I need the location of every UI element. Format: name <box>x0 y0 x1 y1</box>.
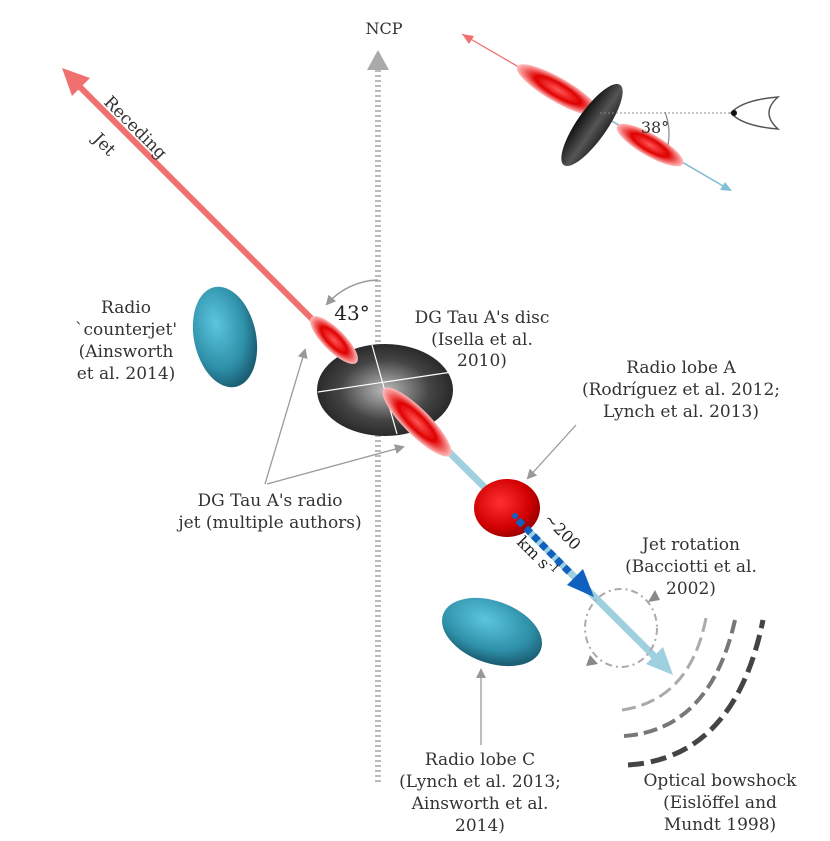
svg-text:(Rodríguez et al. 2012;: (Rodríguez et al. 2012; <box>582 380 780 400</box>
velocity-arrow <box>515 517 594 597</box>
radio-jet-label: DG Tau A's radio jet (multiple authors) <box>176 491 361 533</box>
svg-text:Jet rotation: Jet rotation <box>640 535 740 555</box>
inclination-inset <box>461 33 732 191</box>
svg-text:Ainsworth et al.: Ainsworth et al. <box>411 794 549 814</box>
svg-text:2010): 2010) <box>457 351 507 371</box>
svg-text:(Bacciotti et al.: (Bacciotti et al. <box>625 557 757 577</box>
svg-text:Radio lobe C: Radio lobe C <box>425 750 535 770</box>
svg-text:Radio lobe A: Radio lobe A <box>626 358 736 378</box>
svg-text:(Isella et al.: (Isella et al. <box>431 330 533 350</box>
bowshock-arcs <box>621 617 766 768</box>
lobe-c-label: Radio lobe C (Lynch et al. 2013; Ainswor… <box>399 750 561 836</box>
lobe-a-label: Radio lobe A (Rodríguez et al. 2012; Lyn… <box>582 358 780 422</box>
receding-jet-arrow <box>62 68 348 355</box>
svg-text:DG Tau A's radio: DG Tau A's radio <box>197 491 342 511</box>
radio-counterjet-blob <box>192 286 258 388</box>
bowshock-label: Optical bowshock (Eislöffel and Mundt 19… <box>644 771 798 835</box>
lobe-a-marker <box>512 513 518 519</box>
svg-text:Lynch et al. 2013): Lynch et al. 2013) <box>603 402 759 422</box>
svg-text:2014): 2014) <box>455 816 505 836</box>
jet-lobe-receding <box>310 316 358 364</box>
svg-text:(Eislöffel and: (Eislöffel and <box>663 793 777 813</box>
angle-43-label: 43° <box>334 301 369 325</box>
jet-rotation-label: Jet rotation (Bacciotti et al. 2002) <box>625 535 757 599</box>
svg-text:Optical bowshock: Optical bowshock <box>644 771 798 791</box>
svg-text:(Lynch et al. 2013;: (Lynch et al. 2013; <box>399 772 561 792</box>
svg-text:jet (multiple authors): jet (multiple authors) <box>176 513 361 533</box>
counterjet-label: Radio `counterjet' (Ainsworth et al. 201… <box>75 298 177 384</box>
svg-text:(Ainsworth: (Ainsworth <box>79 342 174 362</box>
eye-icon <box>730 96 781 130</box>
angle-43-arc <box>325 279 379 306</box>
jet-rotation-ellipse <box>584 588 660 668</box>
jet-lobe-approaching <box>382 387 452 457</box>
svg-text:DG Tau A's disc: DG Tau A's disc <box>415 308 550 328</box>
svg-text:Mundt 1998): Mundt 1998) <box>664 815 776 835</box>
pointer-arrows <box>264 348 577 745</box>
radio-lobe-c <box>441 597 543 667</box>
svg-text:2002): 2002) <box>666 579 716 599</box>
angle-38-label: 38° <box>641 118 669 137</box>
svg-text:et al. 2014): et al. 2014) <box>77 364 176 384</box>
disc-label: DG Tau A's disc (Isella et al. 2010) <box>415 308 550 371</box>
ncp-label: NCP <box>365 19 402 38</box>
jet-label: Jet <box>87 128 119 160</box>
svg-text:Radio: Radio <box>101 298 151 318</box>
svg-text:`counterjet': `counterjet' <box>75 320 177 340</box>
